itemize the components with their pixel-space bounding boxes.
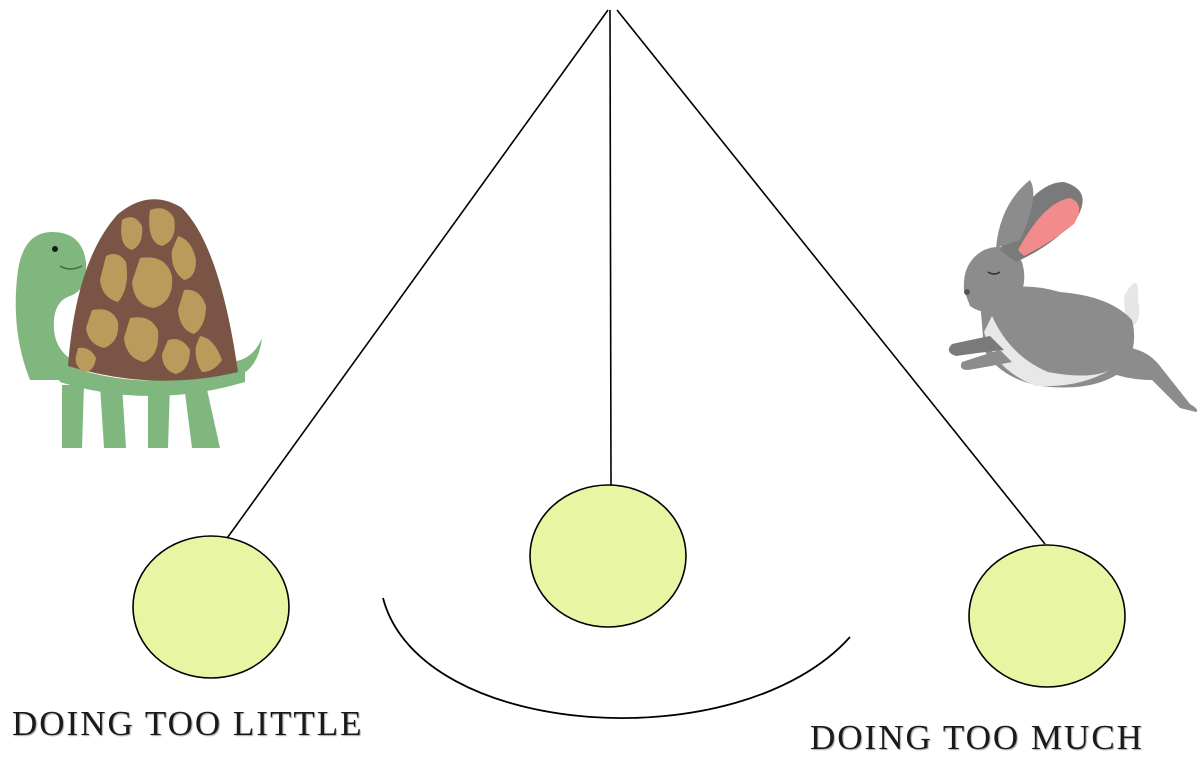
pendulum-string-left: [224, 9, 609, 542]
pendulum-string-center: [609, 9, 612, 487]
pendulum-string-right: [616, 9, 1046, 545]
swing-arc: [382, 597, 851, 719]
turtle-icon: [15, 199, 262, 448]
label-doing-too-much: DOING TOO MUCH: [810, 718, 1144, 757]
rabbit-icon: [948, 180, 1198, 412]
pendulum-bob-right: [968, 544, 1126, 688]
pendulum-bob-center: [529, 484, 687, 628]
label-doing-too-little: DOING TOO LITTLE: [12, 704, 364, 743]
pendulum-bob-left: [132, 535, 290, 679]
